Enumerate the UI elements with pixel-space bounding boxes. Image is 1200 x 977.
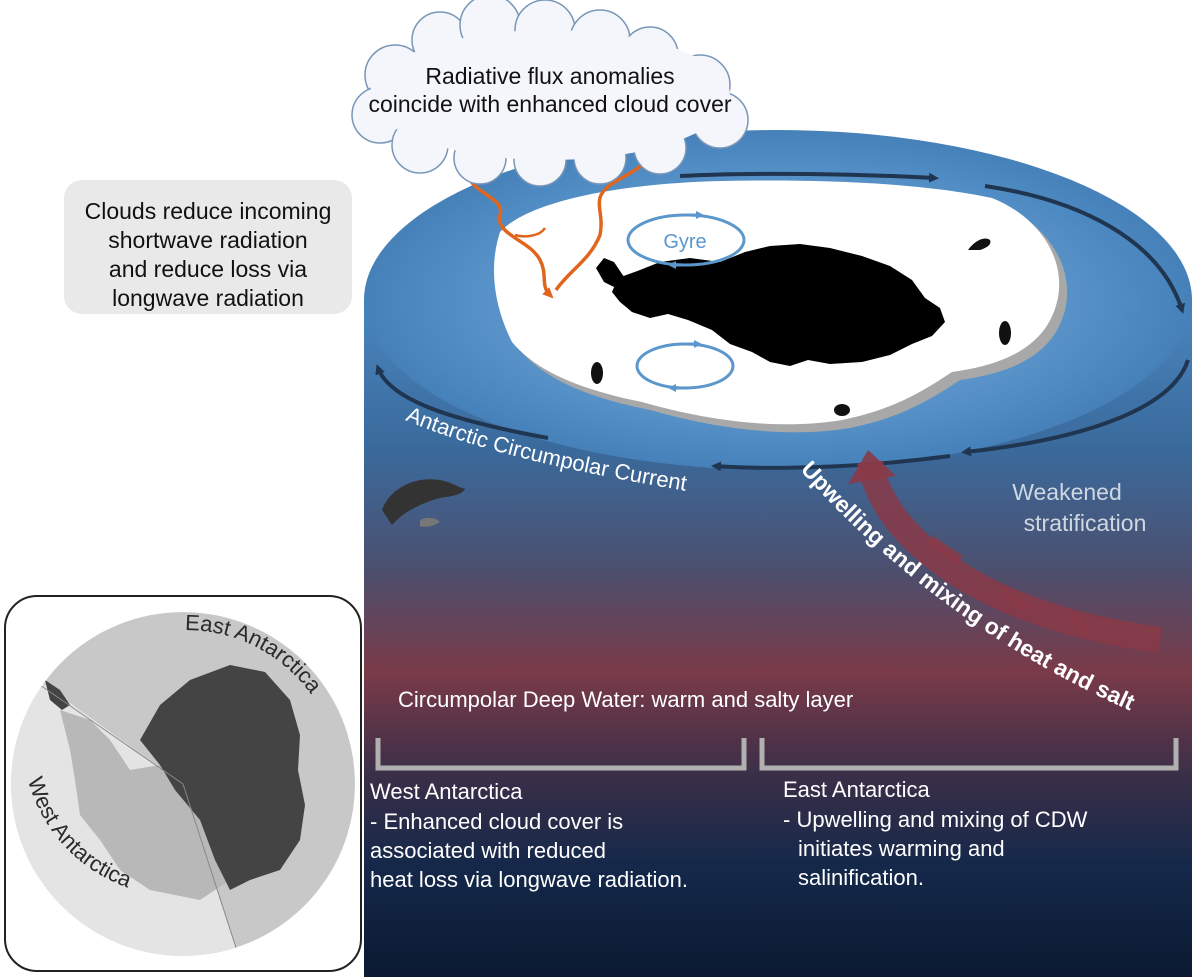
flux-arrow-up — [554, 151, 656, 292]
west-line2: associated with reduced — [370, 838, 606, 863]
east-bracket — [759, 738, 1179, 771]
inset-divider-1 — [39, 684, 184, 785]
inset-peninsula — [45, 680, 70, 710]
stratification-line2: stratification — [1024, 510, 1147, 536]
cloud-text-line2: coincide with enhanced cloud cover — [368, 91, 731, 117]
east-line3: salinification. — [798, 865, 924, 890]
callout-line3: and reduce loss via — [109, 256, 307, 282]
east-title: East Antarctica — [783, 777, 931, 802]
gyre-ross — [635, 342, 735, 390]
west-line1: - Enhanced cloud cover is — [370, 809, 623, 834]
flux-arrow-down — [468, 178, 554, 299]
antarctic-peninsula — [596, 258, 630, 290]
seal-icon — [968, 238, 991, 250]
acc-arrow-south — [711, 454, 951, 472]
cdw-label: Circumpolar Deep Water: warm and salty l… — [398, 687, 853, 712]
callout-line2: shortwave radiation — [108, 227, 307, 253]
east-line2: initiates warming and — [798, 836, 1005, 861]
west-bracket — [375, 738, 747, 771]
upwelling-barb-3 — [1066, 611, 1094, 639]
acc-arrow-west — [375, 364, 549, 440]
east-line1: - Upwelling and mixing of CDW — [783, 807, 1088, 832]
flux-branch — [514, 227, 547, 238]
ocean-water-column — [364, 300, 1192, 977]
gyre-label: Gyre — [663, 231, 706, 253]
antarctica-continent — [612, 244, 945, 366]
west-line3: heat loss via longwave radiation. — [370, 867, 688, 892]
acc-arrow-east — [961, 359, 1190, 457]
west-title: West Antarctica — [370, 779, 523, 804]
gyre-weddell — [626, 213, 746, 267]
cloud-text-line1: Radiative flux anomalies — [425, 63, 674, 89]
stratification-line1: Weakened — [1012, 479, 1122, 505]
acc-arrow-north — [679, 171, 939, 183]
inset-east-land — [140, 665, 305, 890]
upwelling-arrowhead — [848, 450, 896, 484]
penguin-icon — [591, 321, 1011, 416]
whale-icon — [382, 479, 465, 527]
upwelling-barb-1 — [927, 535, 963, 565]
upwelling-barb-2 — [997, 585, 1033, 615]
inset-west-land — [60, 710, 230, 900]
callout-line4: longwave radiation — [112, 285, 304, 311]
inset-map — [11, 612, 355, 956]
callout-line1: Clouds reduce incoming — [85, 198, 332, 224]
cloud-icon — [351, 0, 749, 187]
inset-divider-2 — [182, 783, 241, 956]
acc-arrow-northeast — [984, 184, 1185, 314]
callout-box — [64, 180, 352, 314]
